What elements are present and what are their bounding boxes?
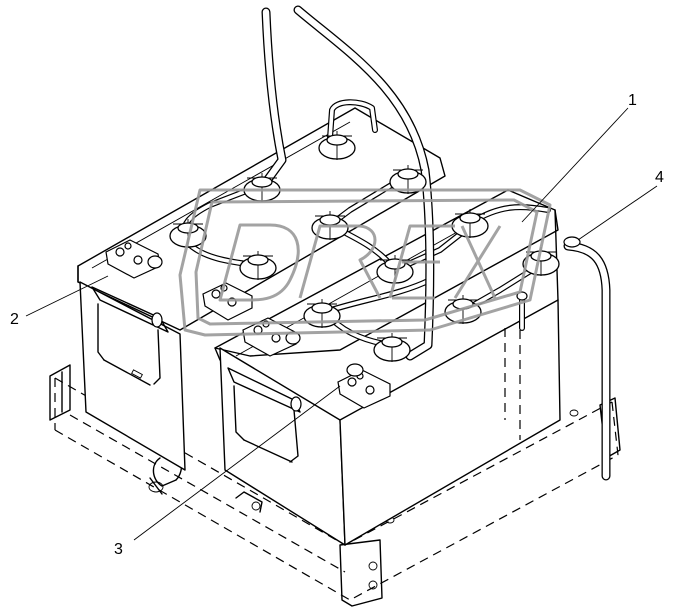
vent-cap: [239, 251, 277, 280]
callout-3: 3: [114, 385, 341, 558]
callout-1: 1: [521, 92, 637, 223]
vent-cap: [318, 131, 356, 160]
callout-2: 2: [10, 275, 109, 328]
terminal-clamp: [105, 239, 163, 279]
vent-cap: [451, 209, 489, 238]
callout-4-label: 4: [655, 169, 664, 186]
battery-left: [77, 107, 446, 471]
vent-cap: [389, 165, 427, 194]
callout-3-label: 3: [114, 541, 123, 558]
callout-1-label: 1: [628, 92, 637, 109]
vent-cap: [373, 333, 411, 362]
terminal-clamp: [242, 317, 301, 357]
callout-4: 4: [577, 169, 664, 241]
terminal-clamp: [516, 236, 581, 301]
terminal-clamp: [337, 363, 391, 409]
watermark-logo: [178, 188, 552, 337]
main-cables: [261, 5, 611, 481]
callout-2-label: 2: [10, 311, 19, 328]
